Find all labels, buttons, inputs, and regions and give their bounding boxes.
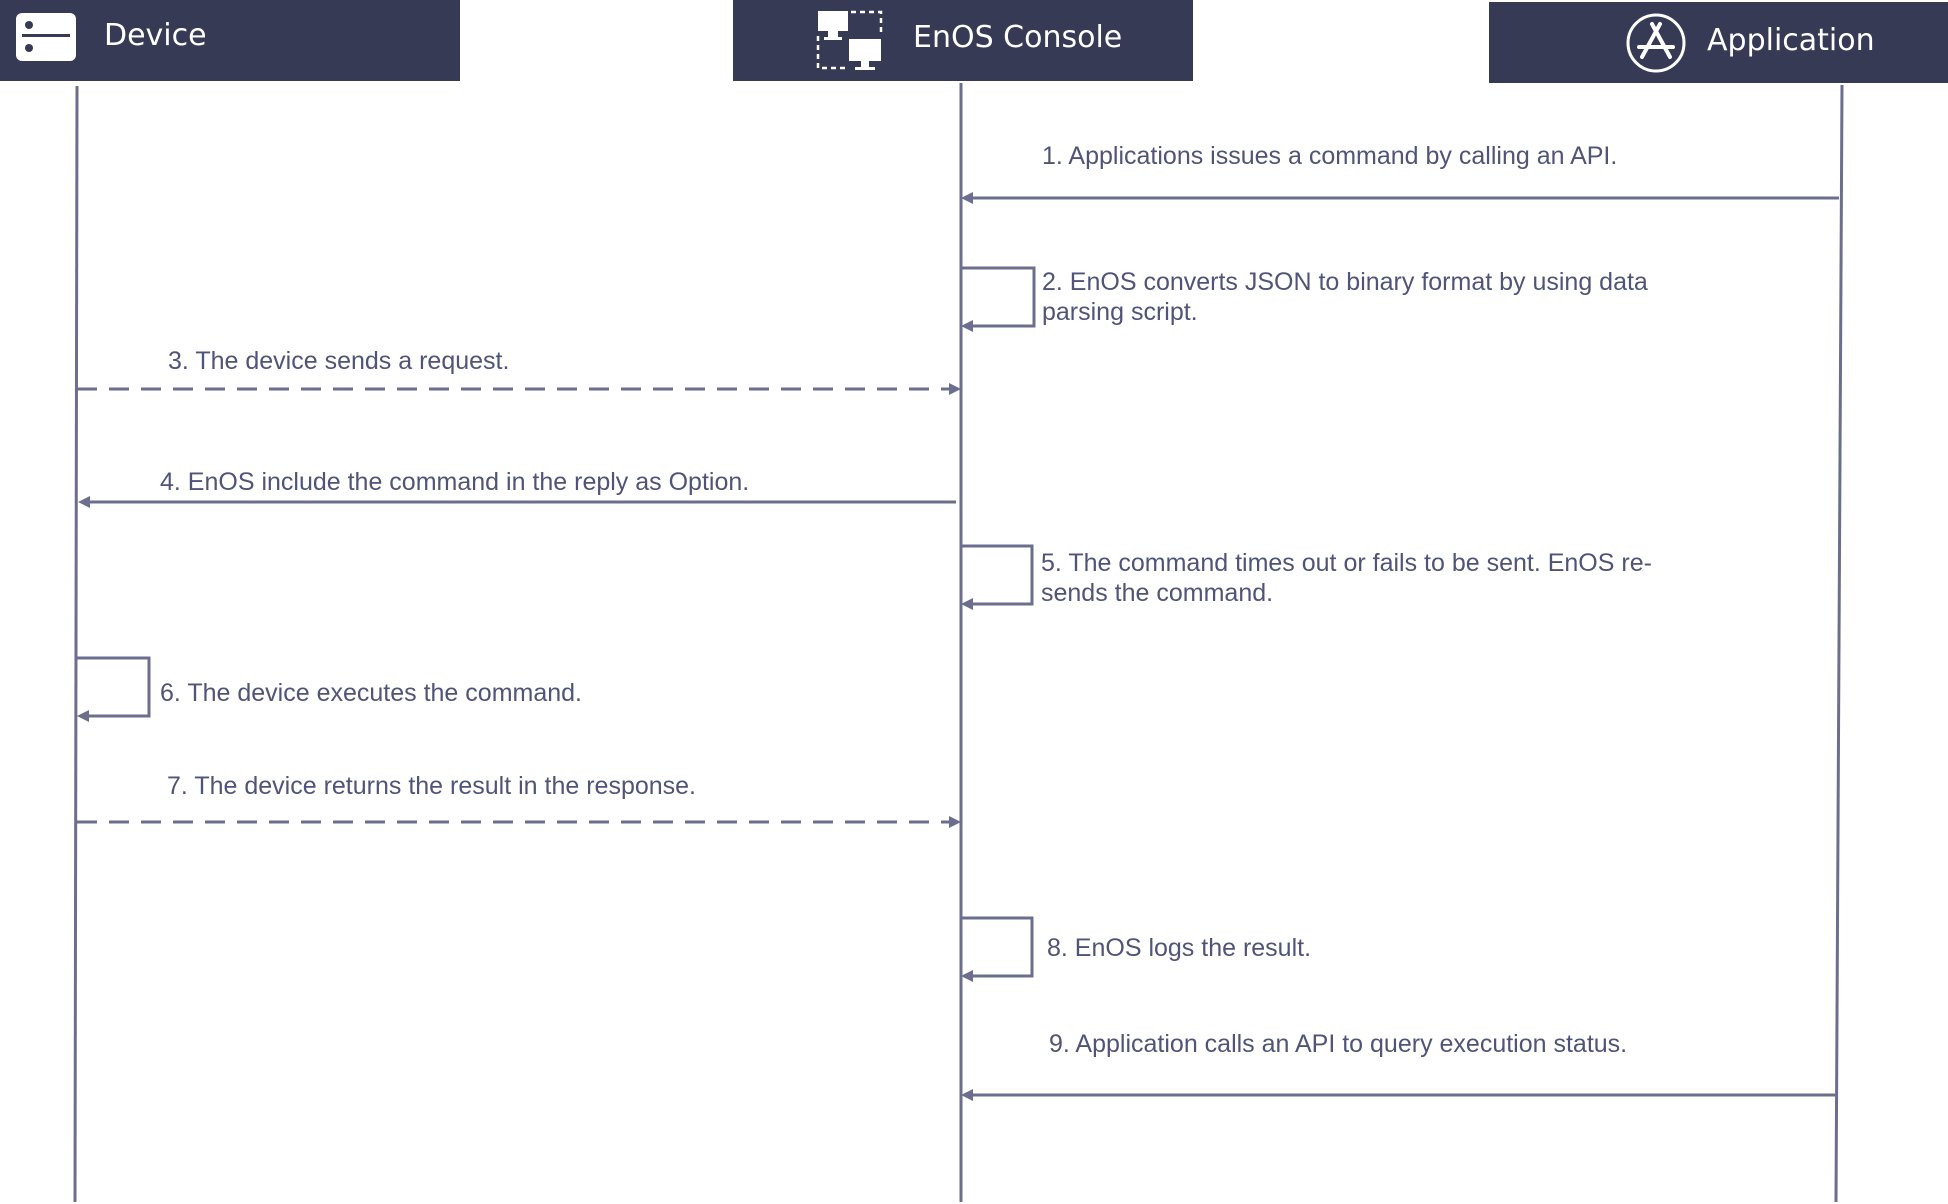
self-loop-2 [961,266,1036,328]
message-9-label: 9. Application calls an API to query exe… [1049,1030,1628,1058]
message-6-label: 6. The device executes the command. [160,679,582,707]
message-7-label: 7. The device returns the result in the … [167,772,697,800]
arrowhead-5 [961,598,973,610]
device-header: Device [0,0,460,81]
arrowhead-6 [77,710,89,722]
message-3-label: 3. The device sends a request. [168,347,510,375]
self-loop-5 [961,544,1034,606]
self-loop-8 [961,916,1034,978]
arrowhead-4 [78,496,90,508]
application-lifeline [1834,84,1844,1203]
console-header: EnOS Console [733,0,1193,81]
message-5-label-line1: 5. The command times out or fails to be … [1041,549,1652,577]
network-icon [816,10,883,70]
message-4-label: 4. EnOS include the command in the reply… [160,468,750,496]
console-label: EnOS Console [913,20,1123,55]
message-1-label: 1. Applications issues a command by call… [1042,142,1618,170]
arrowhead-9 [961,1089,973,1101]
message-5-label-line2: sends the command. [1041,579,1274,607]
arrowhead-1 [961,192,973,204]
arrowhead-2 [961,320,973,332]
device-label: Device [104,18,207,53]
server-icon [16,13,76,61]
app-store-icon [1626,13,1686,73]
message-2-label-line1: 2. EnOS converts JSON to binary format b… [1042,268,1648,296]
message-2-label-line2: parsing script. [1042,298,1198,326]
device-lifeline [73,85,79,1203]
self-loop-6 [77,656,151,718]
arrowhead-3 [949,383,961,395]
application-label: Application [1707,23,1875,58]
arrowhead-8 [961,970,973,982]
application-header: Application [1489,2,1948,83]
arrowhead-7 [949,816,961,828]
message-8-label: 8. EnOS logs the result. [1047,934,1312,962]
